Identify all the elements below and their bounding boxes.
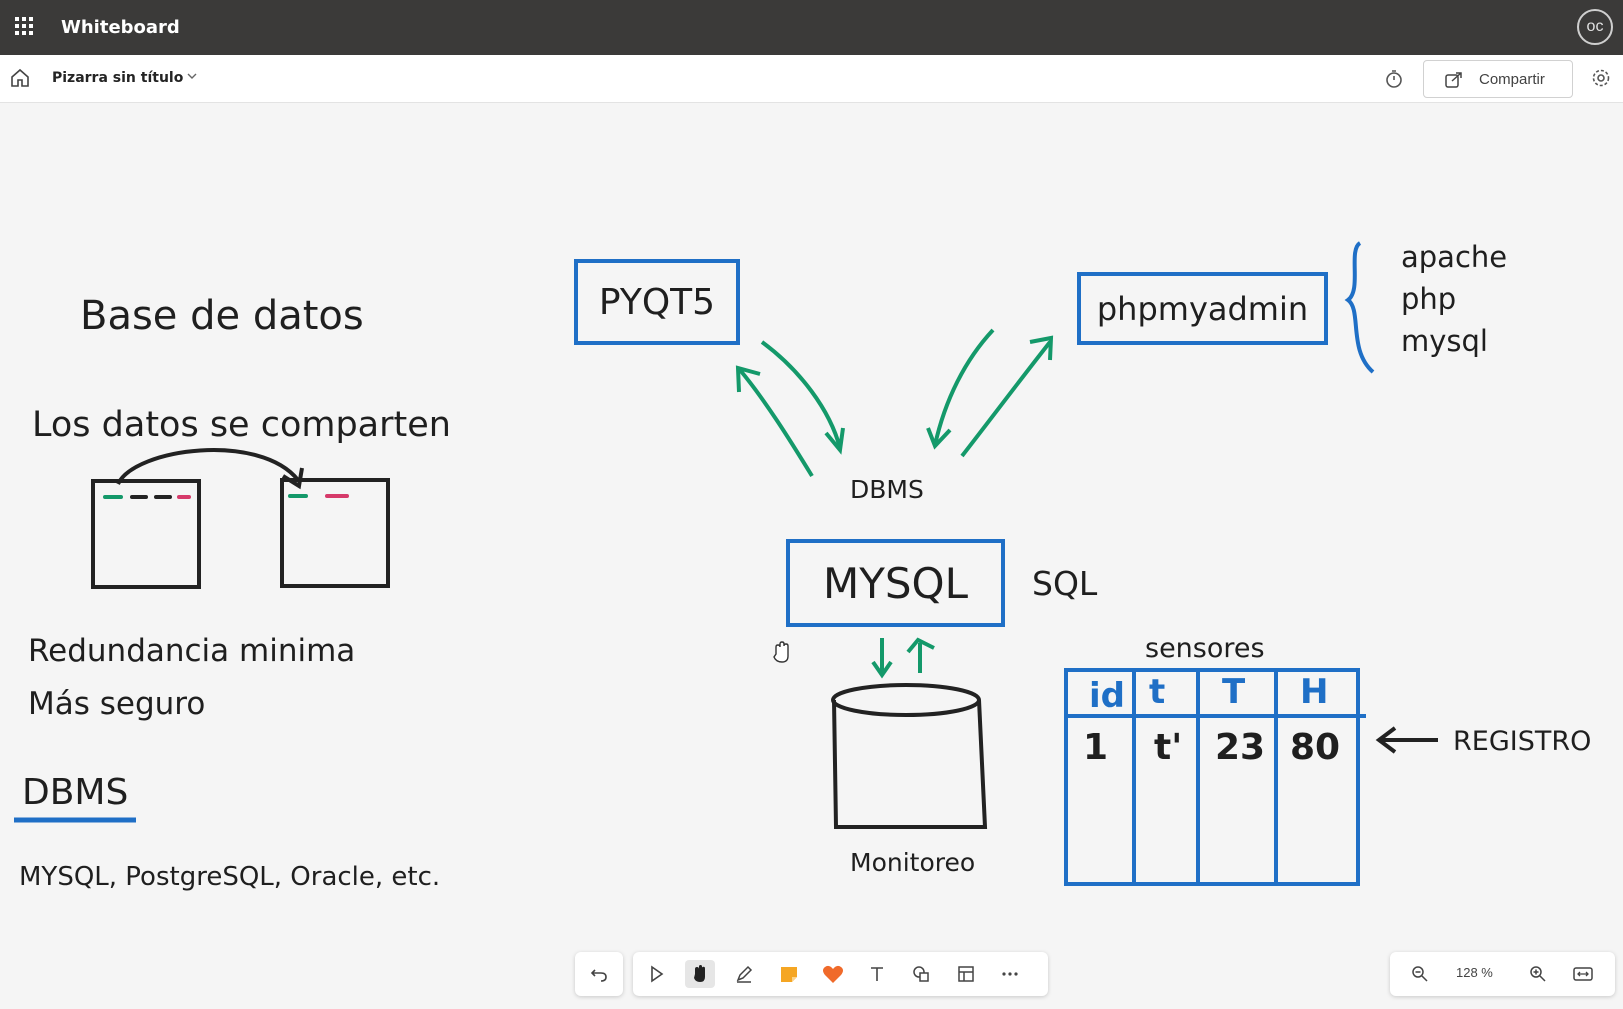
phpmyadmin-box[interactable]: phpmyadmin: [1077, 272, 1328, 345]
share-label: Compartir: [1479, 71, 1545, 88]
table-cell-id[interactable]: 1: [1083, 727, 1109, 768]
table-header-H[interactable]: H: [1300, 672, 1329, 712]
home-icon[interactable]: [9, 67, 31, 89]
document-bar: Pizarra sin título Compartir: [0, 55, 1623, 103]
stack-php[interactable]: php: [1401, 282, 1457, 316]
sticky-note-icon[interactable]: [774, 960, 804, 988]
redundancy-text[interactable]: Redundancia minima: [28, 633, 356, 669]
chevron-down-icon[interactable]: [185, 69, 199, 83]
table-cell-H[interactable]: 80: [1290, 727, 1341, 768]
undo-group: [575, 952, 623, 996]
zoom-in-icon[interactable]: [1523, 960, 1553, 988]
share-button[interactable]: Compartir: [1423, 60, 1573, 98]
stack-apache[interactable]: apache: [1401, 240, 1508, 274]
user-avatar[interactable]: oc: [1577, 9, 1613, 45]
pyqt5-label: PYQT5: [598, 281, 716, 323]
timer-icon[interactable]: [1383, 68, 1405, 90]
table-header-t[interactable]: t: [1149, 672, 1166, 712]
text-icon[interactable]: [862, 960, 892, 988]
select-icon[interactable]: [642, 960, 672, 988]
zoom-out-icon[interactable]: [1405, 960, 1435, 988]
monitor-label[interactable]: Monitoreo: [850, 848, 976, 877]
mysql-label: MYSQL: [822, 558, 968, 608]
undo-icon[interactable]: [584, 960, 614, 988]
fit-to-screen-icon[interactable]: [1568, 960, 1598, 988]
table-header-id[interactable]: id: [1089, 676, 1125, 716]
table-cell-T[interactable]: 23: [1215, 727, 1266, 768]
app-header: Whiteboard oc: [0, 0, 1623, 55]
shared-data-text[interactable]: Los datos se comparten: [32, 405, 451, 445]
zoom-level[interactable]: 128 %: [1456, 965, 1493, 980]
pen-icon[interactable]: [729, 960, 759, 988]
secure-text[interactable]: Más seguro: [28, 686, 206, 722]
dbms-examples-text[interactable]: MYSQL, PostgreSQL, Oracle, etc.: [19, 862, 441, 892]
drawing-toolbar: [633, 952, 1048, 996]
stack-mysql[interactable]: mysql: [1401, 324, 1488, 358]
hand-icon[interactable]: [685, 960, 715, 988]
pyqt5-box[interactable]: PYQT5: [574, 259, 740, 345]
table-cell-t[interactable]: t': [1154, 727, 1183, 768]
mysql-box[interactable]: MYSQL: [786, 539, 1005, 627]
gear-icon[interactable]: [1590, 67, 1612, 89]
zoom-controls: 128 %: [1390, 952, 1615, 996]
dbms-title[interactable]: DBMS: [22, 772, 129, 813]
table-title[interactable]: sensores: [1145, 633, 1265, 664]
share-icon: [1445, 72, 1462, 88]
phpmyadmin-label: phpmyadmin: [1096, 289, 1309, 328]
document-title[interactable]: Pizarra sin título: [52, 70, 184, 86]
reaction-icon[interactable]: [818, 960, 848, 988]
app-launcher-icon[interactable]: [14, 16, 34, 36]
app-title[interactable]: Whiteboard: [61, 17, 180, 38]
heading-base-de-datos[interactable]: Base de datos: [80, 293, 364, 339]
sql-label[interactable]: SQL: [1032, 564, 1098, 603]
registro-label[interactable]: REGISTRO: [1453, 726, 1592, 757]
dbms-label[interactable]: DBMS: [850, 475, 924, 504]
template-icon[interactable]: [951, 960, 981, 988]
shapes-icon[interactable]: [906, 960, 936, 988]
more-icon[interactable]: [995, 960, 1025, 988]
table-header-T[interactable]: T: [1222, 672, 1246, 712]
